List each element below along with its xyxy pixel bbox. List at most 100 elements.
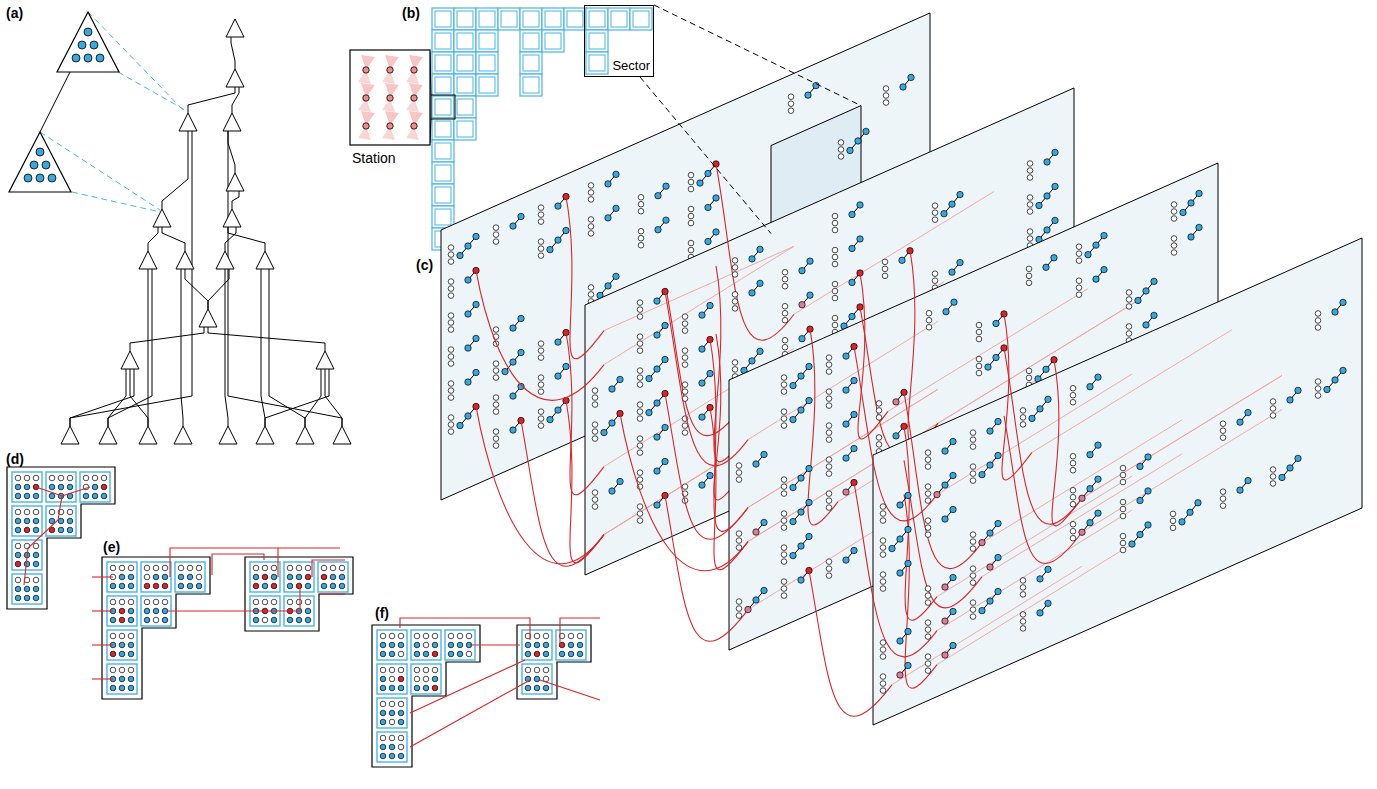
active-unit	[849, 279, 855, 285]
empty-unit	[588, 183, 594, 189]
empty-unit	[925, 525, 931, 531]
cell-unit	[144, 565, 150, 571]
cell-unit	[380, 753, 386, 759]
empty-unit	[1026, 280, 1032, 286]
active-unit	[950, 574, 956, 580]
empty-unit	[1026, 368, 1032, 374]
empty-unit	[538, 212, 544, 218]
empty-unit	[1220, 421, 1226, 427]
cell-unit	[432, 667, 438, 673]
cell-unit	[398, 676, 404, 682]
empty-unit	[782, 269, 788, 275]
cell-square	[411, 630, 441, 660]
cell-unit	[162, 608, 168, 614]
active-unit	[1079, 495, 1085, 501]
cell-unit	[128, 642, 134, 648]
tree-link	[130, 369, 148, 426]
active-unit	[465, 311, 471, 317]
tree-triangle	[316, 351, 334, 369]
cell-unit	[543, 651, 549, 657]
cell-unit	[457, 633, 463, 639]
cell-square	[46, 472, 76, 502]
empty-unit	[1076, 251, 1082, 257]
cell-unit	[380, 710, 386, 716]
active-unit	[1145, 488, 1151, 494]
station-cell-inner	[457, 99, 473, 115]
cell-unit	[457, 651, 463, 657]
cell-unit	[162, 617, 168, 623]
active-unit	[790, 416, 796, 422]
active-unit	[985, 364, 991, 370]
empty-unit	[838, 140, 844, 146]
empty-unit	[880, 640, 886, 646]
unit-link	[1138, 281, 1154, 300]
cell-unit	[296, 583, 302, 589]
tree-triangle	[219, 426, 237, 444]
active-unit	[995, 520, 1001, 526]
empty-unit	[832, 288, 838, 294]
empty-unit	[1270, 467, 1276, 473]
empty-unit	[781, 484, 787, 490]
active-unit	[1145, 522, 1151, 528]
station-cell-inner	[567, 11, 583, 27]
cell-square	[12, 574, 42, 604]
active-unit	[1085, 251, 1091, 257]
track-curve	[809, 570, 892, 716]
cell-unit	[423, 667, 429, 673]
cell-unit	[83, 475, 89, 481]
cell-unit	[24, 595, 30, 601]
panel-letter: (a)	[6, 6, 23, 21]
empty-unit	[880, 538, 886, 544]
cell-unit	[525, 667, 531, 673]
station-cell	[542, 8, 564, 30]
cell-unit	[525, 642, 531, 648]
station-cell	[542, 30, 564, 52]
active-unit	[555, 237, 561, 243]
active-unit	[1340, 299, 1346, 305]
cell-unit	[423, 651, 429, 657]
cell-unit	[24, 543, 30, 549]
empty-unit	[925, 627, 931, 633]
empty-unit	[1070, 487, 1076, 493]
active-unit	[1044, 193, 1050, 199]
active-unit	[790, 484, 796, 490]
cell-unit	[253, 617, 259, 623]
active-unit	[995, 588, 1001, 594]
empty-unit	[688, 172, 694, 178]
unit-link	[944, 195, 960, 214]
empty-unit	[832, 295, 838, 301]
active-unit	[1036, 202, 1042, 208]
empty-unit	[1070, 494, 1076, 500]
active-unit	[1095, 374, 1101, 380]
station-cell-inner	[435, 11, 451, 27]
active-unit	[1143, 322, 1149, 328]
cell-unit	[128, 685, 134, 691]
track-line	[1032, 330, 1232, 453]
active-unit	[799, 267, 805, 273]
hit-line	[540, 680, 600, 700]
tree-link	[148, 269, 149, 426]
active-unit	[654, 332, 660, 338]
active-unit	[473, 335, 479, 341]
unit-dot	[36, 174, 44, 182]
empty-unit	[826, 464, 832, 470]
cell-unit	[110, 565, 116, 571]
active-unit	[1295, 387, 1301, 393]
unit-dot	[36, 148, 44, 156]
cell-unit	[380, 701, 386, 707]
cell-unit	[15, 493, 21, 499]
active-unit	[1129, 541, 1135, 547]
active-unit	[699, 482, 705, 488]
cell-unit	[187, 583, 193, 589]
active-unit	[1324, 386, 1330, 392]
unit-link	[649, 359, 665, 378]
empty-unit	[826, 491, 832, 497]
active-unit	[707, 472, 713, 478]
station-cell	[476, 30, 498, 52]
active-unit	[654, 298, 660, 304]
empty-unit	[880, 681, 886, 687]
tree-triangle	[153, 209, 171, 227]
cell-unit	[296, 599, 302, 605]
zoom-line	[72, 192, 160, 212]
